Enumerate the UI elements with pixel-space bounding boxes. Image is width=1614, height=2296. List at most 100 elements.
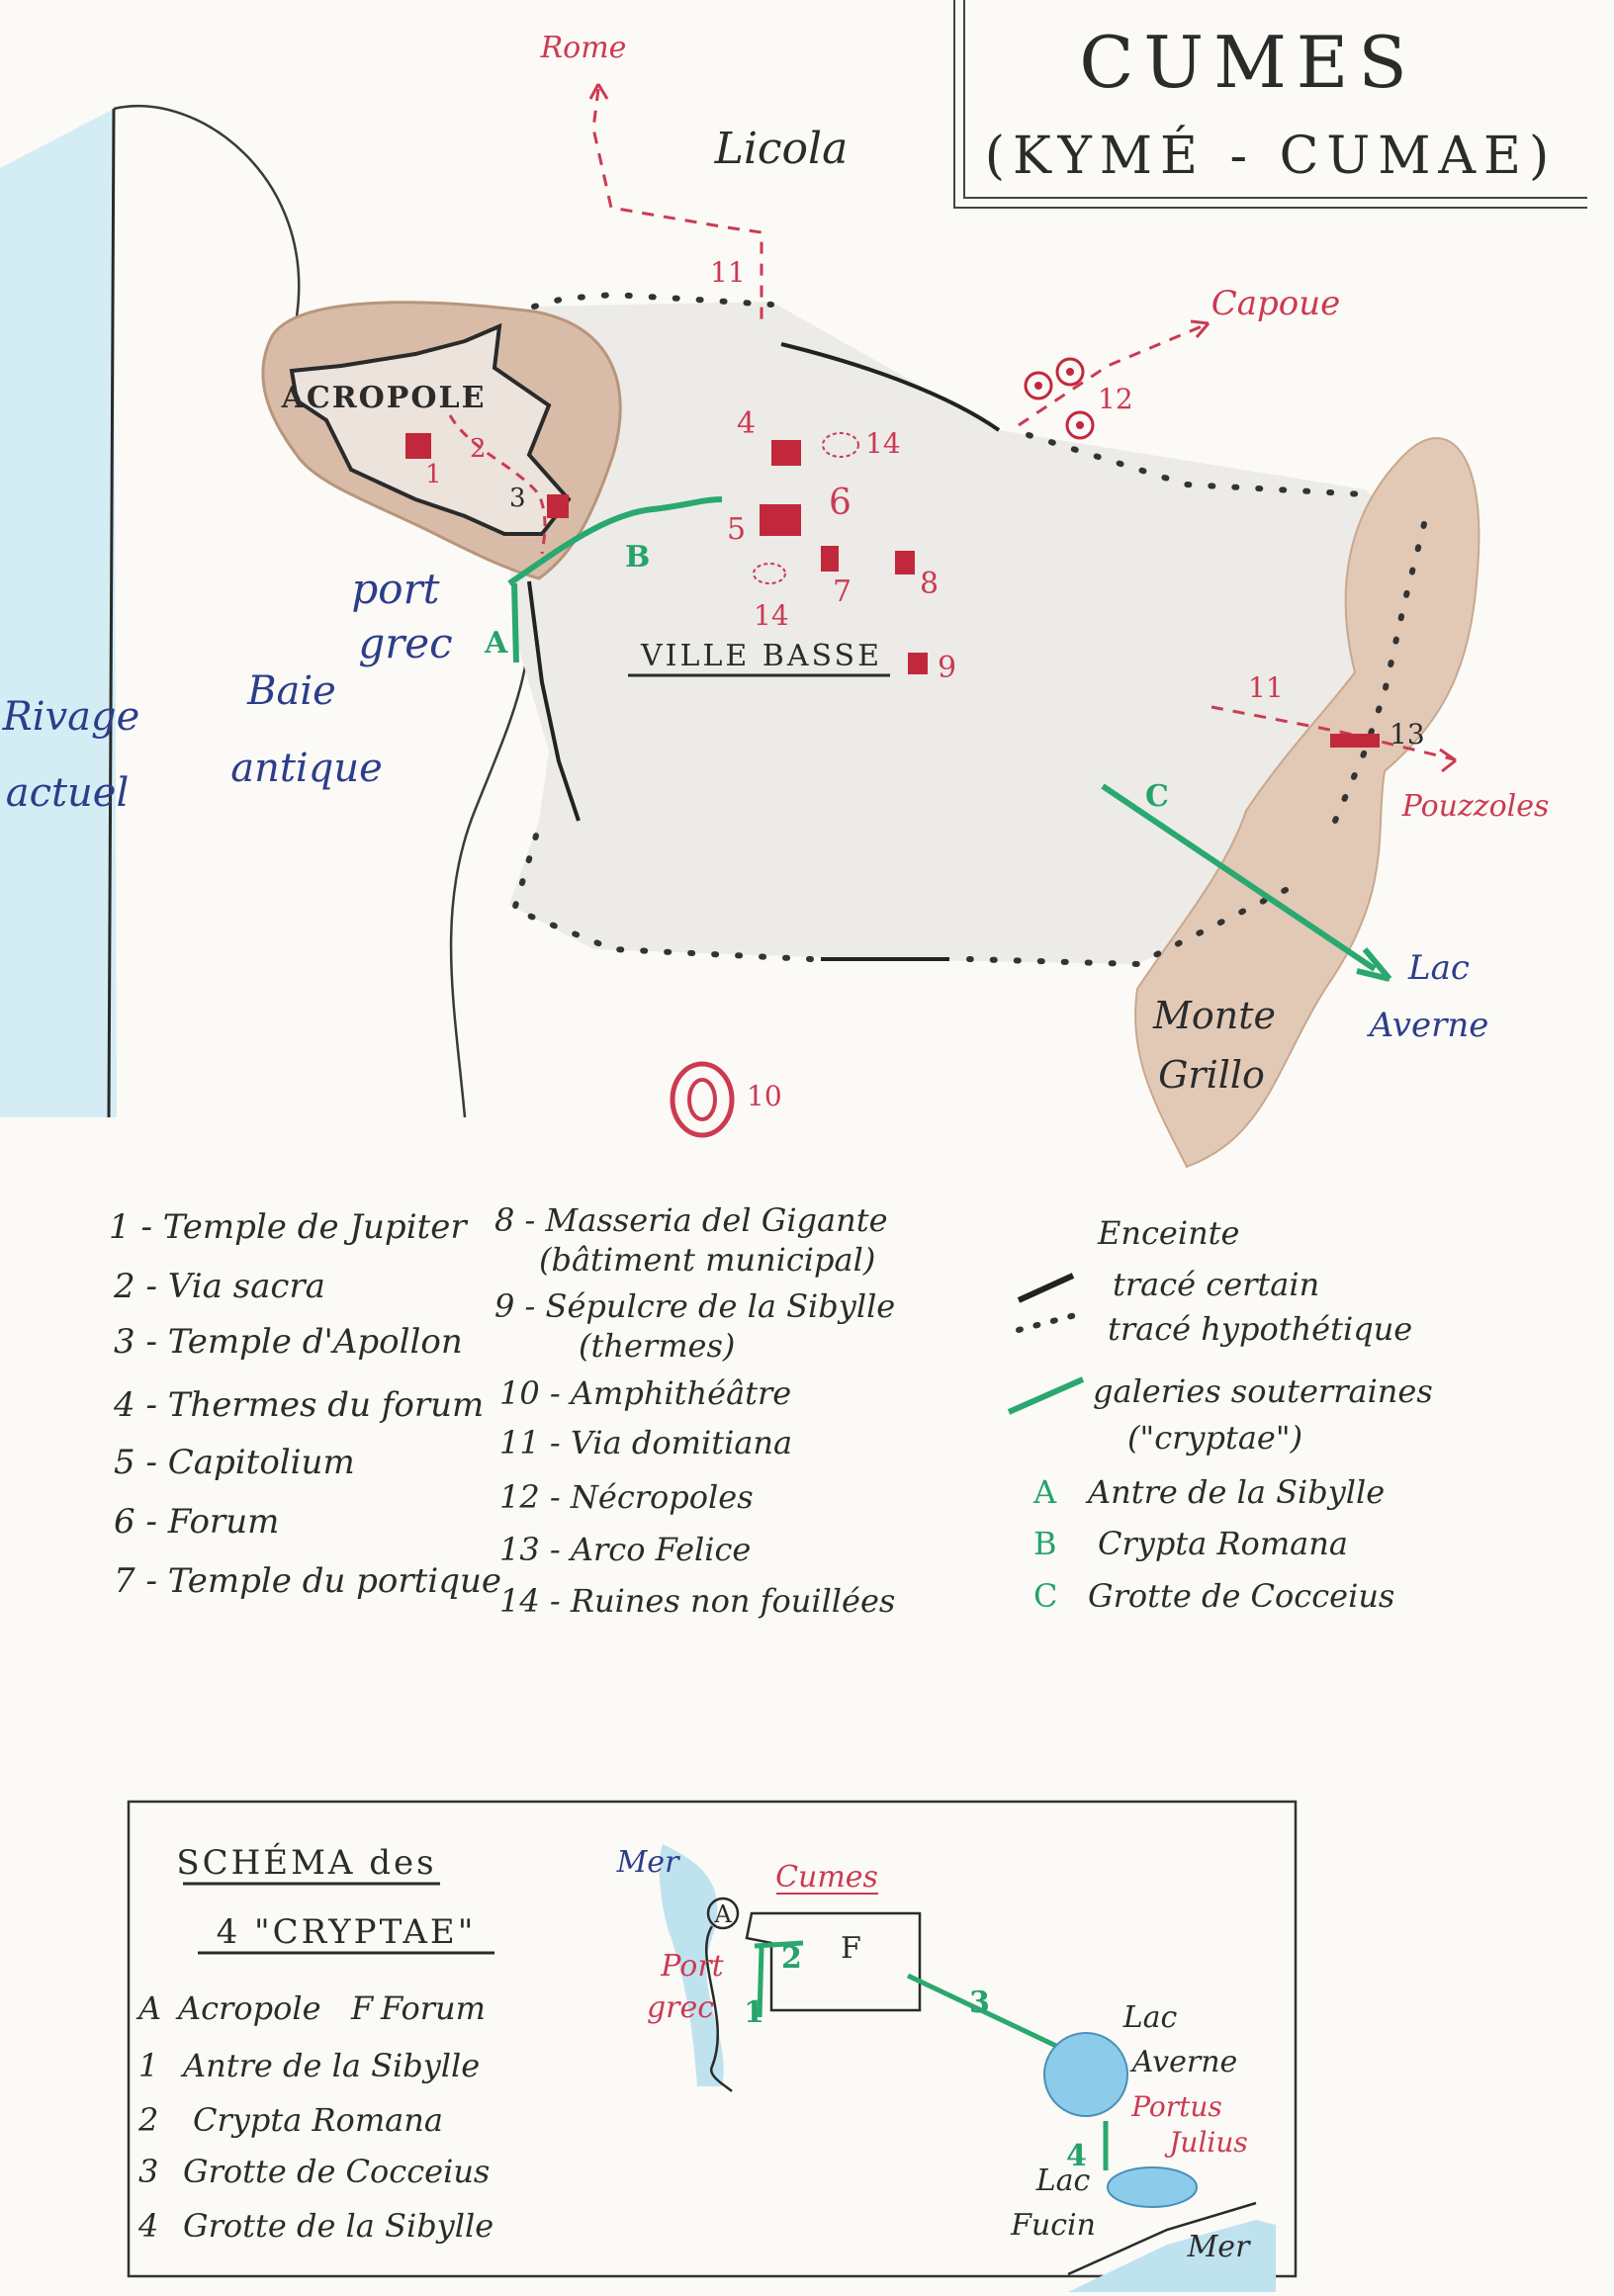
schema-item-4-name: Grotte de la Sibylle — [183, 2207, 493, 2245]
monument-markers: 4 14 5 6 7 14 8 9 10 11 11 12 13 — [670, 256, 1425, 1138]
legend-cryptae: ("cryptae") — [1127, 1419, 1302, 1457]
baie-antique-label-1: Baie — [246, 668, 336, 714]
marker-5: 5 — [727, 512, 746, 547]
acropolis: ACROPOLE 1 2 3 — [261, 301, 622, 580]
necropole-3-marker — [1065, 410, 1095, 440]
sepulcre-marker — [908, 653, 928, 674]
schema-diagram: Mer Cumes A F 1 2 3 4 Port grec Lac Aver… — [616, 1844, 1276, 2292]
legend-tunnel-b-letter: B — [1033, 1525, 1057, 1562]
schema-item-1-name: Antre de la Sibylle — [180, 2047, 480, 2084]
legend-column-2: 8 - Masseria del Gigante (bâtiment munic… — [494, 1201, 895, 1620]
schema-forum-box — [745, 1911, 922, 2012]
tunnel-b — [507, 496, 723, 586]
schema-item-4-letter: 4 — [137, 2207, 158, 2245]
marker-4: 4 — [737, 406, 756, 441]
schema-n4: 4 — [1066, 2139, 1087, 2173]
thermes-forum-marker — [771, 440, 801, 466]
marker-14a: 14 — [865, 427, 901, 460]
schema-tunnel-2 — [754, 1940, 804, 1949]
schema-n1: 1 — [744, 1995, 764, 2030]
legend-item-4: 4 - Thermes du forum — [113, 1385, 484, 1425]
legend-item-2: 2 - Via sacra — [113, 1267, 325, 1306]
legend-item-13: 13 - Arco Felice — [499, 1531, 751, 1568]
sea-area — [0, 104, 531, 1118]
roads — [588, 83, 1457, 824]
temple-portique-marker — [821, 546, 839, 572]
legend-tunnel-swatch — [1007, 1376, 1085, 1415]
marker-6: 6 — [829, 483, 852, 523]
schema-portus-julius-1: Portus — [1130, 2090, 1222, 2123]
legend-item-11: 11 - Via domitiana — [499, 1424, 792, 1461]
tunnel-c — [1101, 783, 1377, 972]
map-subtitle: (KYMÉ - CUMAE) — [985, 125, 1558, 186]
necropole-1-marker — [1024, 371, 1053, 400]
monte-grillo-label-1: Monte — [1152, 994, 1276, 1037]
legend-tunnel-a-name: Antre de la Sibylle — [1085, 1473, 1385, 1511]
temple-jupiter-marker — [405, 433, 431, 459]
acropole-label: ACROPOLE — [281, 381, 487, 415]
rivage-actuel-label-2: actuel — [6, 770, 130, 816]
necropole-2-marker — [1055, 357, 1085, 387]
lac-averne-label-2: Averne — [1367, 1006, 1489, 1045]
ridge-dotted-line — [1332, 521, 1427, 824]
schema-tunnel-3 — [906, 1973, 1060, 2050]
schema-f: F — [841, 1931, 861, 1966]
licola-label: Licola — [714, 124, 849, 174]
legend-item-3: 3 - Temple d'Apollon — [114, 1322, 463, 1362]
place-labels: Rome Licola Capoue Pouzzoles Lac Averne … — [2, 31, 1550, 1097]
legend-column-1: 1 - Temple de Jupiter 2 - Via sacra 3 - … — [109, 1207, 501, 1601]
schema-port-grec-1: Port — [660, 1949, 724, 1984]
legend-tunnel-b-name: Crypta Romana — [1098, 1525, 1348, 1562]
legend-item-7: 7 - Temple du portique — [114, 1561, 501, 1601]
schema-acropole-circle — [706, 1897, 740, 1930]
schema-item-2-letter: 2 — [137, 2101, 158, 2139]
legend-item-8-note: (bâtiment municipal) — [539, 1241, 875, 1279]
amphitheatre-marker — [670, 1061, 735, 1138]
rome-label: Rome — [540, 31, 627, 65]
legend-item-6: 6 - Forum — [114, 1502, 279, 1542]
tunnels: A B C — [484, 496, 1392, 982]
marker-10: 10 — [747, 1080, 782, 1112]
marker-7: 7 — [833, 574, 852, 609]
city-walls — [510, 291, 1368, 968]
legend-item-5: 5 - Capitolium — [114, 1443, 355, 1482]
schema-lac-averne — [1043, 2032, 1128, 2117]
legend-tunnel-c-name: Grotte de Cocceius — [1088, 1577, 1394, 1615]
schema-n3: 3 — [969, 1986, 990, 2020]
modern-shoreline — [107, 108, 116, 1118]
legend-trace-hypothetique: tracé hypothétique — [1108, 1310, 1412, 1348]
marker-1: 1 — [425, 460, 442, 489]
city-area — [509, 302, 1404, 964]
schema-title-2: 4 "CRYPTAE" — [217, 1912, 477, 1952]
monte-grillo-ridge — [1134, 437, 1480, 1169]
legend-item-1: 1 - Temple de Jupiter — [109, 1207, 468, 1247]
schema-sea-top — [659, 1844, 724, 2086]
legend-item-8: 8 - Masseria del Gigante — [494, 1201, 888, 1239]
legend-item-14: 14 - Ruines non fouillées — [499, 1582, 895, 1620]
via-sacra-path — [448, 414, 547, 555]
schema-item-2-name: Crypta Romana — [193, 2101, 443, 2139]
arco-felice-marker — [1330, 734, 1380, 748]
schema-mer-top: Mer — [616, 1845, 680, 1880]
legend-solid-wall-swatch — [1017, 1273, 1075, 1303]
schema-lac-fucin-2: Fucin — [1010, 2208, 1096, 2243]
ruins-14b-marker — [753, 563, 786, 584]
legend-galeries: galeries souterraines — [1093, 1372, 1433, 1410]
schema-coastline — [705, 1925, 733, 2092]
marker-2: 2 — [470, 434, 487, 464]
legend-item-9-note: (thermes) — [579, 1327, 735, 1365]
schema-item-a-letter: A — [135, 1989, 161, 2027]
marker-12: 12 — [1098, 383, 1133, 415]
marker-13: 13 — [1390, 718, 1425, 751]
marker-9: 9 — [938, 651, 956, 685]
schema-tunnel-1 — [757, 1947, 764, 2018]
marker-8: 8 — [920, 567, 939, 601]
legend: 1 - Temple de Jupiter 2 - Via sacra 3 - … — [109, 1201, 1433, 1620]
schema-item-3-letter: 3 — [138, 2153, 158, 2190]
port-grec-label-1: port — [351, 565, 439, 613]
tunnel-b-label: B — [625, 540, 650, 574]
schema-lac-averne-1: Lac — [1122, 2000, 1178, 2035]
tunnel-a-label: A — [484, 626, 508, 661]
schema-lac-fucin — [1107, 2166, 1198, 2208]
